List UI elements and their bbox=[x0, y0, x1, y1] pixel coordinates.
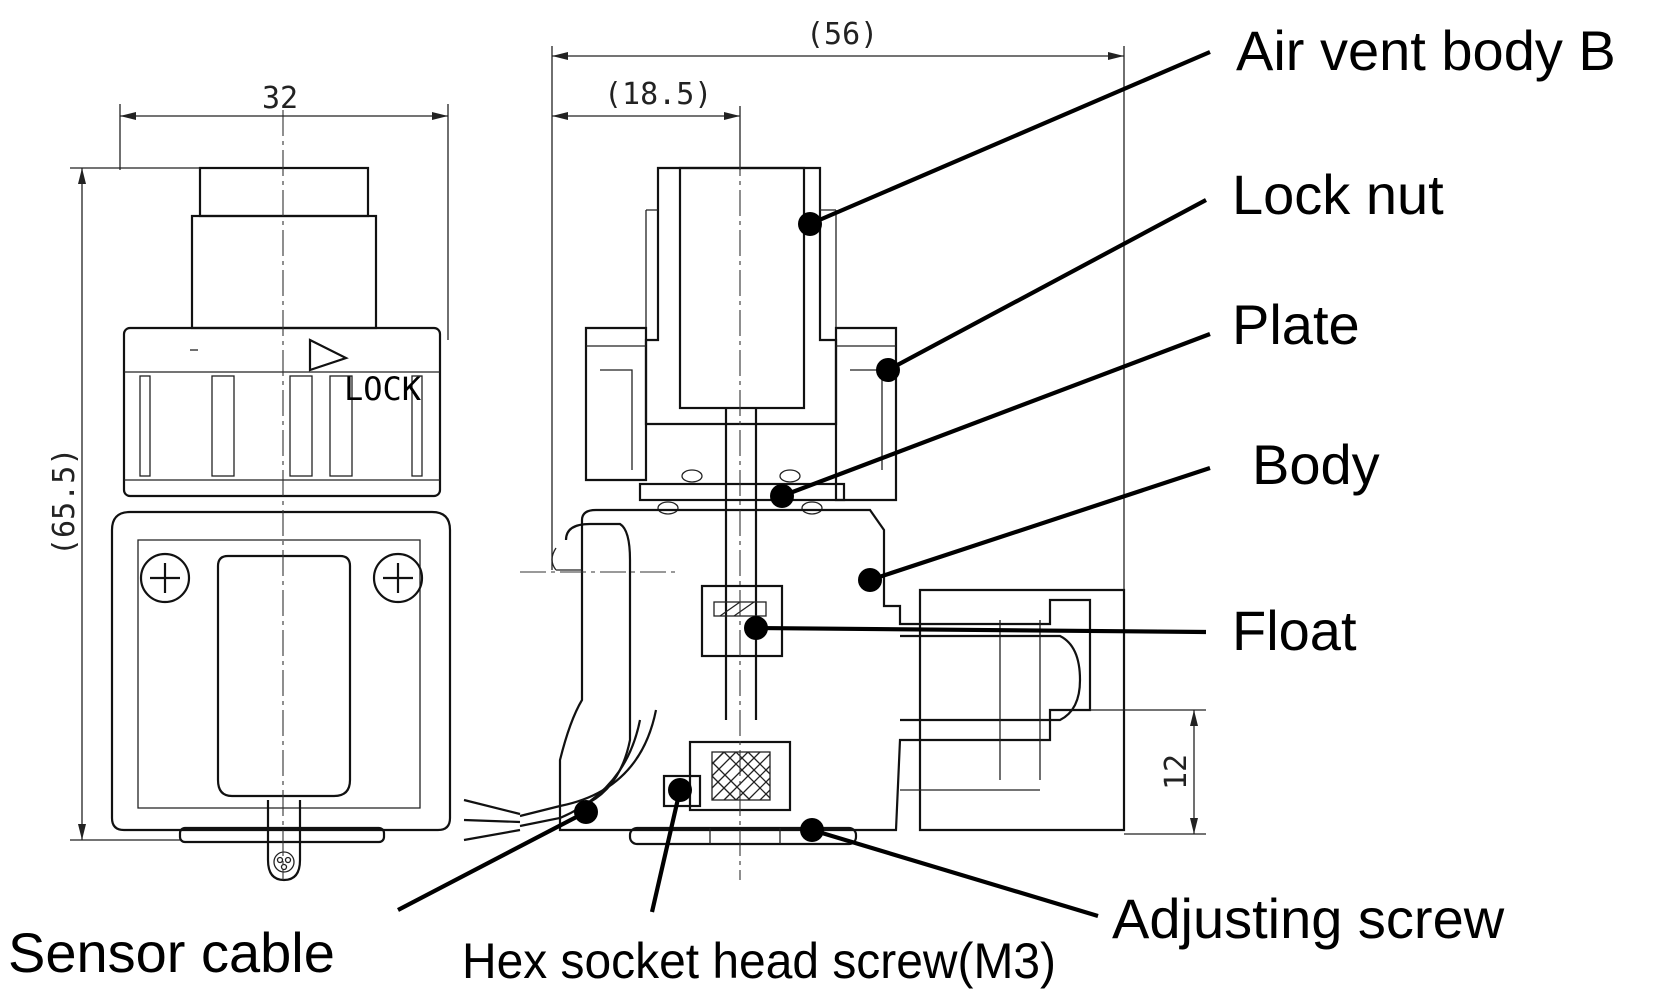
coil-hatch bbox=[711, 751, 771, 801]
screw-left-icon bbox=[139, 552, 191, 604]
lock-marking: LOCK bbox=[344, 370, 422, 408]
lock-nut-right bbox=[834, 326, 898, 502]
hex-screw-part bbox=[662, 774, 702, 808]
dim-32: 32 bbox=[262, 81, 298, 116]
adjusting-screw-part bbox=[628, 826, 858, 846]
front-body bbox=[110, 510, 452, 832]
dim-12: 12 bbox=[1159, 754, 1194, 790]
front-lock-nut bbox=[122, 326, 442, 498]
right-housing bbox=[918, 588, 1126, 832]
label-sensor-cable: Sensor cable bbox=[8, 921, 335, 984]
air-vent-body-b-part bbox=[644, 166, 838, 426]
plate-part bbox=[638, 482, 846, 502]
float-part bbox=[700, 584, 784, 658]
label-air-vent-body-b: Air vent body B bbox=[1236, 19, 1616, 82]
label-lock-nut: Lock nut bbox=[1232, 163, 1444, 226]
callout-labels: Air vent body B Lock nut Plate Body Floa… bbox=[8, 19, 1616, 989]
front-bottom-plate bbox=[178, 826, 386, 844]
front-inner-frame bbox=[216, 554, 352, 798]
front-view: LOCK 32 bbox=[47, 81, 452, 882]
front-top-cap bbox=[198, 166, 370, 218]
label-adjusting-screw: Adjusting screw bbox=[1112, 887, 1505, 950]
callout-leaders bbox=[397, 50, 1211, 919]
dim-56: (56) bbox=[806, 17, 878, 52]
front-neck bbox=[190, 214, 378, 330]
dim-18-5: (18.5) bbox=[604, 77, 712, 112]
air-vent-tube bbox=[678, 166, 806, 410]
label-body: Body bbox=[1252, 433, 1380, 496]
lock-nut-left bbox=[584, 326, 648, 482]
front-cable-stub bbox=[266, 800, 302, 882]
screw-right-icon bbox=[372, 552, 424, 604]
sensor-bracket bbox=[564, 522, 632, 808]
lock-arrow-icon bbox=[308, 338, 349, 372]
label-float: Float bbox=[1232, 599, 1357, 662]
label-hex-socket-head-screw: Hex socket head screw(M3) bbox=[462, 933, 1056, 989]
label-plate: Plate bbox=[1232, 293, 1360, 356]
dim-65-5: (65.5) bbox=[47, 448, 82, 556]
nozzle bbox=[900, 634, 1082, 722]
sensor-cable-part bbox=[519, 709, 658, 818]
body-part bbox=[558, 508, 1092, 832]
section-view: (56) (18.5) bbox=[463, 17, 1206, 880]
